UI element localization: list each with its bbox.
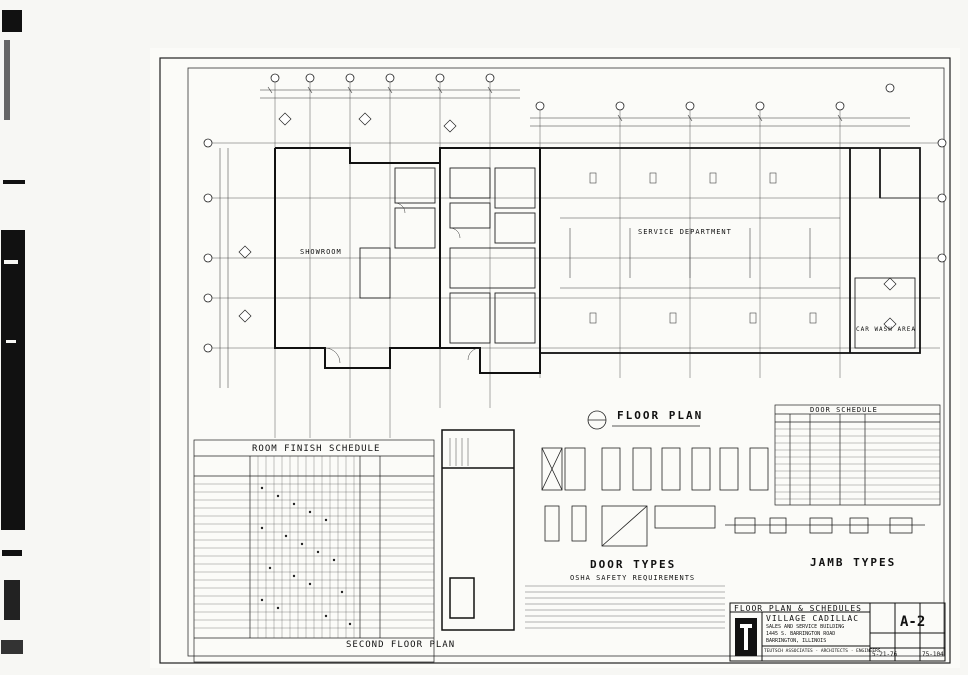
project-name: VILLAGE CADILLAC: [766, 614, 860, 623]
second-floor-plan-title: SECOND FLOOR PLAN: [346, 640, 456, 650]
sheet-title: FLOOR PLAN & SCHEDULES: [734, 604, 862, 613]
scan-edge-artifact: [0, 0, 26, 675]
room-finish-schedule-title: ROOM FINISH SCHEDULE: [252, 444, 381, 454]
sheet-number: A-2: [900, 614, 926, 630]
drawing-date: 5-21-76: [872, 651, 898, 658]
osha-requirements-title: OSHA SAFETY REQUIREMENTS: [570, 574, 696, 582]
firm-name: TEUTSCH ASSOCIATES · ARCHITECTS · ENGINE…: [764, 649, 881, 654]
door-schedule-title: DOOR SCHEDULE: [810, 406, 878, 414]
door-types-title: DOOR TYPES: [590, 558, 677, 571]
drawing-sheet: SHOWROOM SERVICE DEPARTMENT CAR WASH ARE…: [150, 48, 960, 668]
project-city: BARRINGTON, ILLINOIS: [766, 638, 827, 644]
blueprint-linework: [159, 57, 951, 664]
showroom-label: SHOWROOM: [300, 248, 342, 256]
job-number: 75-104: [922, 651, 944, 658]
service-department-label: SERVICE DEPARTMENT: [638, 228, 732, 236]
car-wash-label: CAR WASH AREA: [856, 326, 916, 333]
jamb-types-title: JAMB TYPES: [810, 556, 897, 569]
project-subtitle: SALES AND SERVICE BUILDING: [766, 624, 845, 630]
floor-plan-title: FLOOR PLAN: [617, 409, 704, 422]
project-address: 1445 S. BARRINGTON ROAD: [766, 631, 836, 637]
